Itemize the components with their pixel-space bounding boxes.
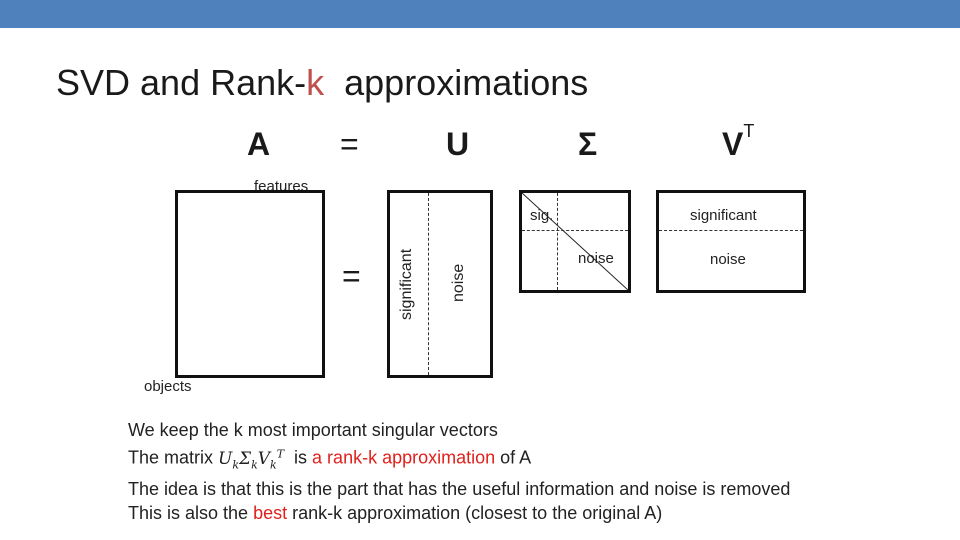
sigma-sig-label: sig. — [530, 207, 554, 224]
symbol-A: A — [247, 126, 271, 162]
symbol-sigma: Σ — [578, 126, 598, 162]
top-bar — [0, 0, 960, 28]
objects-label: objects — [144, 378, 192, 395]
matrix-sigma — [519, 190, 631, 293]
bullet-1: We keep the k most important singular ve… — [128, 420, 498, 440]
symbol-equals: = — [340, 126, 359, 162]
symbol-VT: VT — [722, 121, 755, 162]
diagram-equals: = — [342, 258, 361, 294]
matrix-U — [387, 190, 493, 378]
bullet-text: We keep the k most important singular ve… — [128, 418, 790, 525]
symbol-U: U — [446, 126, 470, 162]
sigma-divider-v — [557, 193, 558, 290]
u-noise-label: noise — [450, 263, 467, 302]
u-significant-label: significant — [398, 248, 415, 320]
matrix-A — [175, 190, 325, 378]
vt-divider — [659, 230, 803, 231]
bullet-2: The matrix UkΣkVkT is a rank-k approxima… — [128, 447, 532, 472]
u-divider — [428, 193, 429, 375]
sigma-diagonal — [522, 193, 628, 290]
matrix-VT — [656, 190, 806, 293]
vt-noise-label: noise — [710, 251, 746, 268]
sigma-noise-label: noise — [578, 250, 614, 267]
matrix-formula: UkΣkVkT — [218, 447, 285, 472]
sigma-divider-h — [522, 230, 628, 231]
vt-significant-label: significant — [690, 207, 757, 224]
bullet-3: The idea is that this is the part that h… — [128, 479, 791, 500]
bullet-4: This is also the best rank-k approximati… — [128, 503, 663, 524]
slide-title: SVD and Rank-k approximations — [56, 62, 589, 103]
